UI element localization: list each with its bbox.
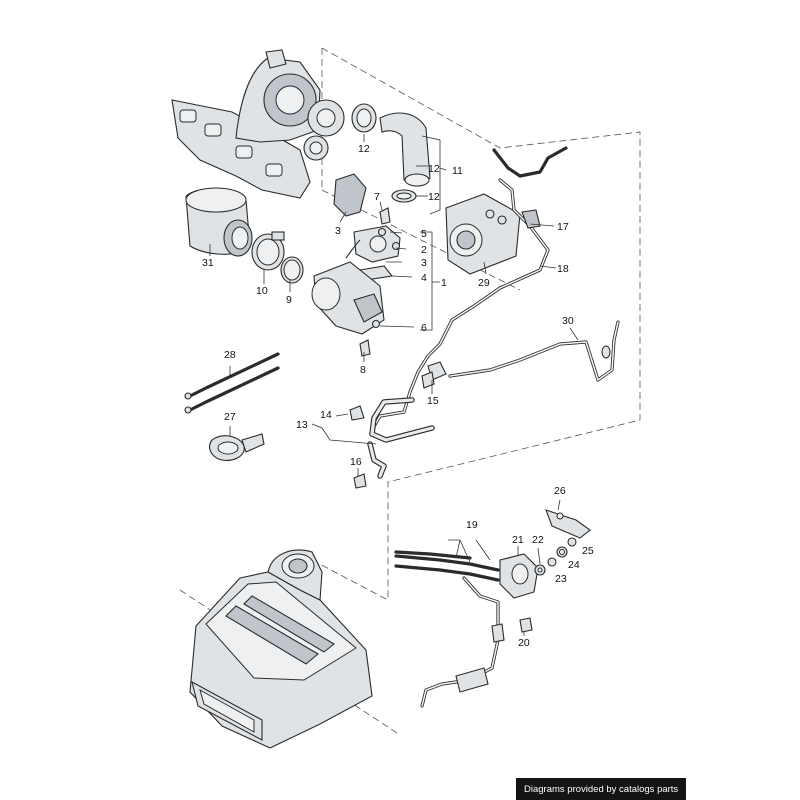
hose-clip bbox=[209, 433, 265, 461]
callout-3: 3 bbox=[335, 225, 341, 237]
callout-11: 11 bbox=[452, 165, 463, 177]
small-parts bbox=[519, 537, 577, 633]
callout-5: 5 bbox=[421, 228, 427, 240]
callout-14: 14 bbox=[320, 409, 332, 421]
band-clamp bbox=[251, 231, 285, 271]
footer-credit: Diagrams provided by catalogs parts bbox=[516, 778, 686, 800]
callout-7: 7 bbox=[374, 191, 380, 203]
callout-17: 17 bbox=[557, 221, 569, 233]
coolant-pipe bbox=[367, 397, 435, 479]
callout-12: 12 bbox=[428, 191, 440, 203]
callout-3: 3 bbox=[421, 257, 427, 269]
pressure-pipe bbox=[448, 320, 620, 382]
valve-assembly bbox=[311, 225, 401, 335]
turbocharger bbox=[171, 49, 345, 199]
air-filter-insert bbox=[185, 187, 253, 257]
callout-15: 15 bbox=[427, 395, 439, 407]
sensor-bracket bbox=[333, 173, 367, 217]
air-filter-housing bbox=[189, 549, 373, 749]
callout-22: 22 bbox=[532, 534, 544, 546]
callout-24: 24 bbox=[568, 559, 580, 571]
callout-21: 21 bbox=[512, 534, 524, 546]
hose-clamp bbox=[351, 103, 377, 133]
callout-12: 12 bbox=[358, 143, 370, 155]
intake-manifold bbox=[445, 193, 521, 275]
holder-bracket bbox=[521, 209, 541, 229]
callout-18: 18 bbox=[557, 263, 569, 275]
callout-6: 6 bbox=[421, 322, 427, 334]
callout-23: 23 bbox=[555, 573, 567, 585]
callout-29: 29 bbox=[478, 277, 490, 289]
footer-credit-text: Diagrams provided by catalogs parts bbox=[524, 784, 678, 795]
callout-25: 25 bbox=[582, 545, 594, 557]
callout-26: 26 bbox=[554, 485, 566, 497]
line-connector bbox=[421, 361, 447, 389]
callout-labels: 12 12 11 12 7 3 5 2 3 4 1 6 8 31 10 9 17… bbox=[202, 143, 594, 649]
solenoid-valve bbox=[499, 553, 539, 599]
callout-8: 8 bbox=[360, 364, 366, 376]
callout-2: 2 bbox=[421, 244, 427, 256]
leader-lines bbox=[209, 134, 579, 636]
callout-31: 31 bbox=[202, 257, 214, 269]
callout-12: 12 bbox=[428, 163, 440, 175]
callout-28: 28 bbox=[224, 349, 236, 361]
callout-19: 19 bbox=[466, 519, 478, 531]
vacuum-hoses bbox=[394, 550, 505, 708]
screws bbox=[359, 227, 401, 357]
callout-30: 30 bbox=[562, 315, 574, 327]
callout-20: 20 bbox=[518, 637, 530, 649]
charge-air-hose bbox=[379, 112, 431, 187]
o-ring-seal bbox=[280, 256, 304, 284]
callout-27: 27 bbox=[224, 411, 236, 423]
callout-13: 13 bbox=[296, 419, 308, 431]
callout-9: 9 bbox=[286, 294, 292, 306]
cable-ties bbox=[184, 352, 280, 414]
bolt bbox=[379, 207, 391, 225]
callout-16: 16 bbox=[350, 456, 362, 468]
seal-ring bbox=[391, 189, 417, 203]
callout-10: 10 bbox=[256, 285, 268, 297]
mounting-bracket bbox=[545, 509, 591, 539]
callout-1: 1 bbox=[441, 277, 447, 289]
fittings bbox=[349, 405, 367, 489]
callout-4: 4 bbox=[421, 272, 427, 284]
